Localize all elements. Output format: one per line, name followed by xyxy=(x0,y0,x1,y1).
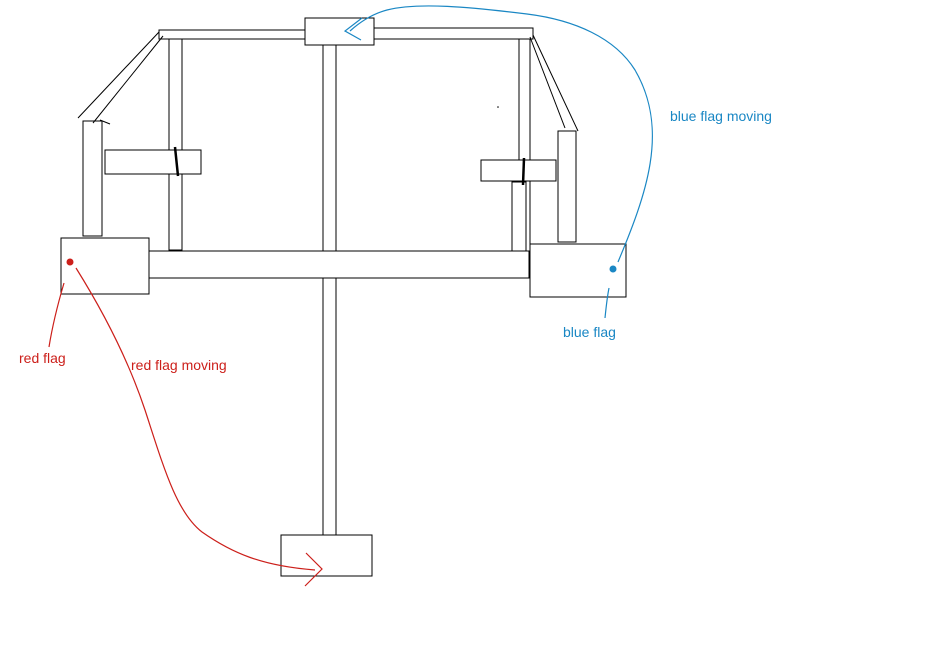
right-inner-rod xyxy=(529,36,566,129)
center-post xyxy=(322,42,337,537)
red-flag-moving-path xyxy=(75,267,316,571)
left-inner-rod xyxy=(92,35,164,124)
blue-flag-moving-path xyxy=(349,5,653,263)
left-crossbar xyxy=(104,149,202,175)
right-outer-rod xyxy=(532,34,579,132)
bottom-block xyxy=(280,534,373,577)
blue-flag-label: blue flag xyxy=(563,324,616,340)
red-flag-label: red flag xyxy=(19,350,66,366)
stray-dot xyxy=(497,106,499,108)
right-arm xyxy=(557,130,577,243)
top-bar-right xyxy=(371,27,534,40)
left-arm-tip xyxy=(99,119,111,125)
blue-flag-moving-label: blue flag moving xyxy=(670,108,772,124)
middle-beam xyxy=(148,250,530,279)
red-flag-arrowhead xyxy=(304,552,323,587)
top-block xyxy=(304,17,375,46)
right-lower-post xyxy=(511,181,527,252)
right-crossbar xyxy=(480,159,557,182)
red-flag-leader-line xyxy=(48,282,65,348)
red-flag-dot xyxy=(66,258,74,266)
left-clip-mark xyxy=(173,146,180,177)
blue-flag-arrowhead xyxy=(343,17,363,41)
left-base-block xyxy=(60,237,150,295)
left-inner-post xyxy=(168,38,183,251)
top-bar-left xyxy=(158,29,306,40)
left-arm xyxy=(82,120,103,237)
blue-flag-dot xyxy=(609,265,617,273)
right-clip-mark xyxy=(521,157,526,186)
blue-flag-leader-line xyxy=(604,287,610,319)
left-outer-rod xyxy=(77,31,160,119)
red-flag-moving-label: red flag moving xyxy=(131,357,227,373)
